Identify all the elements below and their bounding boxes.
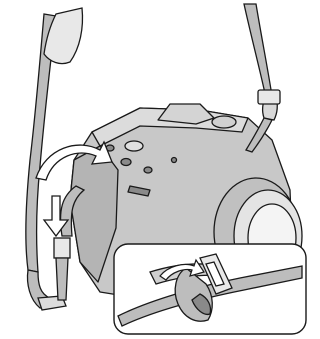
inset-strap-loop <box>174 267 213 322</box>
inset-small-arrow <box>159 258 205 281</box>
down-arrow <box>42 195 70 238</box>
camera-flash-hump <box>157 103 215 125</box>
strap-loop-left <box>26 185 86 311</box>
neck-strap-left <box>25 7 84 273</box>
curved-arrow <box>35 140 113 181</box>
camera-control-button <box>120 157 132 167</box>
camera-shutter-button <box>124 140 144 152</box>
camera-rear-button <box>143 166 153 174</box>
camera-rear-dot <box>170 156 178 164</box>
strap-buckle-left <box>53 237 71 259</box>
strap-pad-end <box>43 7 84 65</box>
camera-rear-slot <box>127 185 151 197</box>
inset-strap-buckle <box>199 253 233 295</box>
strap-buckle-right <box>257 89 281 105</box>
neck-strap-right <box>243 3 281 153</box>
detail-inset <box>113 243 307 335</box>
camera-top-dial <box>211 115 237 129</box>
